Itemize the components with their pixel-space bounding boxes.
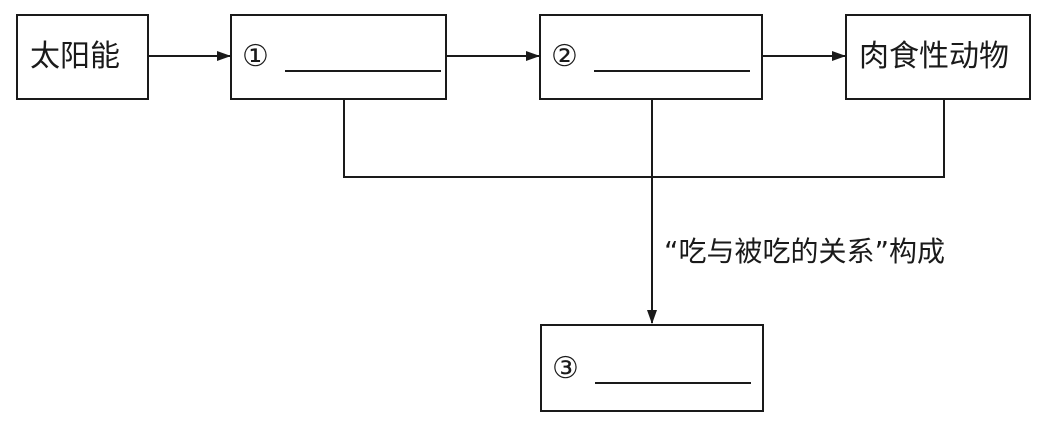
- carnivore-box: 肉食性动物: [845, 14, 1031, 100]
- blank2-number: ②: [551, 39, 578, 74]
- sun-energy-box: 太阳能: [16, 14, 149, 100]
- blank2-answer-line[interactable]: [594, 70, 750, 72]
- sun-energy-label: 太阳能: [30, 39, 120, 74]
- blank1-box: ①: [230, 14, 447, 100]
- blank1-number: ①: [242, 39, 269, 74]
- bracket-line: [343, 98, 945, 178]
- blank3-box: ③: [540, 324, 764, 412]
- relation-caption: “吃与被吃的关系”构成: [664, 235, 946, 268]
- blank3-answer-line[interactable]: [595, 382, 751, 384]
- blank3-number: ③: [552, 351, 579, 386]
- carnivore-label: 肉食性动物: [859, 39, 1009, 74]
- blank2-box: ②: [539, 14, 763, 100]
- blank1-answer-line[interactable]: [285, 70, 441, 72]
